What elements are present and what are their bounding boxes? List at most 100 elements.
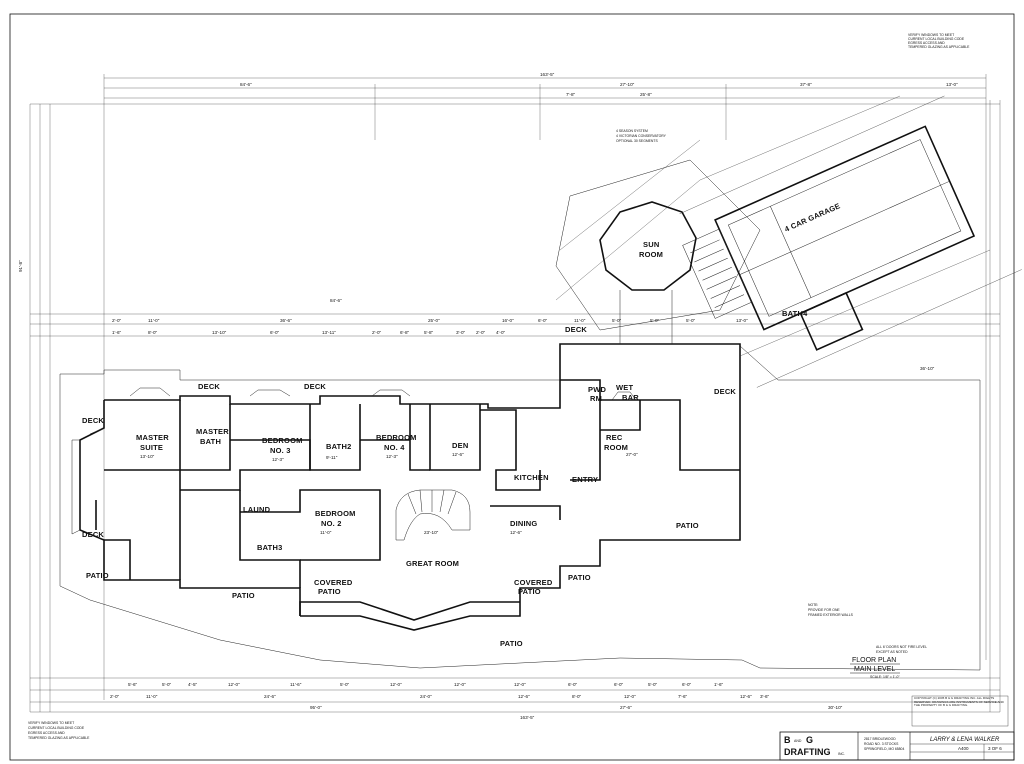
svg-text:KITCHEN: KITCHEN — [514, 473, 549, 482]
svg-text:16'-0": 16'-0" — [502, 318, 514, 323]
svg-text:5'-0": 5'-0" — [612, 318, 622, 323]
top-dimension-text: 163'-5" 84'-6" 27'-10" 37'-8" 13'-0" 7'-… — [18, 72, 958, 371]
svg-text:DECK: DECK — [198, 382, 220, 391]
svg-text:LAUND: LAUND — [243, 505, 271, 514]
svg-text:6'-0": 6'-0" — [614, 682, 624, 687]
svg-text:FLOOR PLAN: FLOOR PLAN — [852, 657, 896, 664]
svg-text:ROOM: ROOM — [604, 443, 628, 452]
svg-text:12'-6": 12'-6" — [518, 694, 530, 699]
svg-text:DINING: DINING — [510, 519, 537, 528]
svg-text:BATH: BATH — [200, 437, 221, 446]
svg-text:BATH3: BATH3 — [257, 543, 282, 552]
svg-text:1'-6": 1'-6" — [714, 682, 724, 687]
svg-text:DECK: DECK — [82, 416, 104, 425]
svg-text:VERIFY WINDOWS TO MEET: VERIFY WINDOWS TO MEET — [28, 721, 74, 725]
svg-text:MASTER: MASTER — [196, 427, 229, 436]
bay-windows — [71, 387, 637, 535]
svg-text:PATIO: PATIO — [318, 587, 341, 596]
svg-text:CURRENT LOCAL BUILDING CODE: CURRENT LOCAL BUILDING CODE — [908, 37, 965, 41]
svg-text:37'-8": 37'-8" — [800, 82, 812, 87]
svg-text:5'-6": 5'-6" — [128, 682, 138, 687]
svg-text:12'-6": 12'-6" — [740, 694, 752, 699]
conservatory-note: 4 SEASON SYSTEM 4 VICTORIAN CONSERVATORY… — [616, 129, 667, 143]
svg-text:4 CAR GARAGE: 4 CAR GARAGE — [783, 201, 841, 234]
svg-text:12'-6": 12'-6" — [510, 530, 522, 535]
svg-text:DECK: DECK — [304, 382, 326, 391]
svg-text:11'-0": 11'-0" — [574, 318, 586, 323]
copyright-stamp — [911, 695, 1009, 727]
stair-treads — [407, 489, 457, 515]
svg-text:163'-5": 163'-5" — [520, 715, 535, 720]
svg-text:7'-6": 7'-6" — [678, 694, 688, 699]
svg-text:4'-5": 4'-5" — [188, 682, 198, 687]
sheet-of: 3 OF 6 — [988, 746, 1002, 751]
svg-text:SCALE: 1/8" = 1'-0": SCALE: 1/8" = 1'-0" — [870, 675, 900, 679]
svg-text:24'-0": 24'-0" — [420, 694, 432, 699]
svg-text:13'-0": 13'-0" — [946, 82, 958, 87]
title-inc: INC. — [838, 752, 845, 756]
svg-text:GREAT ROOM: GREAT ROOM — [406, 559, 459, 568]
svg-text:3'-0": 3'-0" — [456, 330, 466, 335]
main-walls — [79, 343, 741, 631]
svg-text:6'-0": 6'-0" — [682, 682, 692, 687]
svg-text:PATIO: PATIO — [500, 639, 523, 648]
svg-text:36'-10": 36'-10" — [920, 366, 935, 371]
sun-room-octagon — [599, 201, 697, 291]
title-and: AND — [794, 739, 802, 743]
svg-text:11'-0": 11'-0" — [148, 318, 160, 323]
title-address-3: SPRINGFIELD, MO 65804 — [864, 747, 904, 751]
svg-text:84'-6": 84'-6" — [240, 82, 252, 87]
svg-text:OPTIONAL 30 SEGMENTS: OPTIONAL 30 SEGMENTS — [616, 139, 658, 143]
svg-text:5'-0": 5'-0" — [340, 682, 350, 687]
svg-text:84'-6": 84'-6" — [330, 298, 342, 303]
svg-text:36'-6": 36'-6" — [280, 318, 292, 323]
svg-text:1'-6": 1'-6" — [112, 330, 122, 335]
title-g: G — [806, 735, 813, 745]
svg-text:PATIO: PATIO — [518, 587, 541, 596]
bottom-totals: 95'-0" 27'-6" 30'-10" 163'-5" — [310, 705, 843, 720]
svg-text:27'-10": 27'-10" — [620, 82, 635, 87]
svg-text:12'-0": 12'-0" — [624, 694, 636, 699]
svg-text:DECK: DECK — [714, 387, 736, 396]
svg-text:7'-8": 7'-8" — [566, 92, 576, 97]
svg-text:BAR: BAR — [622, 393, 639, 402]
svg-text:BATH2: BATH2 — [326, 442, 351, 451]
svg-text:24'-6": 24'-6" — [264, 694, 276, 699]
svg-text:13'-11": 13'-11" — [322, 330, 336, 335]
svg-text:FRAMED EXTERIOR WALLS: FRAMED EXTERIOR WALLS — [808, 613, 854, 617]
svg-text:DEN: DEN — [452, 441, 468, 450]
title-address-2: ROAD NO. 3 STOCKS — [864, 742, 899, 746]
right-note: NOTE: PROVIDE FOR ONE FRAMED EXTERIOR WA… — [808, 603, 854, 617]
svg-text:2'-0": 2'-0" — [112, 318, 122, 323]
svg-text:91'-8": 91'-8" — [18, 260, 23, 272]
svg-text:12'-3": 12'-3" — [272, 457, 284, 462]
svg-text:EXCEPT AS NOTED: EXCEPT AS NOTED — [876, 650, 908, 654]
svg-text:12'-0": 12'-0" — [390, 682, 402, 687]
svg-text:SUITE: SUITE — [140, 443, 163, 452]
garage-group — [679, 95, 1022, 388]
row-dims-bottom2: 2'-0" 11'-0" 24'-6" 24'-0" 12'-6" 8'-0" … — [110, 694, 770, 699]
svg-text:5'-0": 5'-0" — [648, 682, 658, 687]
svg-text:8'-0": 8'-0" — [148, 330, 158, 335]
patio-outline — [59, 343, 981, 671]
svg-text:DECK: DECK — [82, 530, 104, 539]
svg-text:PWD: PWD — [588, 385, 606, 394]
title-drafting: DRAFTING — [784, 747, 831, 757]
row-dims-sub: 1'-6" 8'-0" 13'-10" 6'-0" 13'-11" 2'-0" … — [112, 330, 506, 335]
svg-text:WET: WET — [616, 383, 633, 392]
floor-plan-title: FLOOR PLAN MAIN LEVEL SCALE: 1/8" = 1'-0… — [850, 657, 900, 679]
svg-text:23'-10": 23'-10" — [424, 530, 439, 535]
svg-text:12'-3": 12'-3" — [386, 454, 398, 459]
svg-text:6'-8": 6'-8" — [400, 330, 410, 335]
svg-text:COVERED: COVERED — [314, 578, 353, 587]
doors-note: ALL 6' DOORS NOT FIRE LEVEL EXCEPT AS NO… — [876, 645, 927, 654]
svg-text:5'-0": 5'-0" — [686, 318, 696, 323]
sun-room-frame — [555, 159, 761, 331]
svg-text:13'-10": 13'-10" — [212, 330, 227, 335]
svg-text:NO. 4: NO. 4 — [384, 443, 405, 452]
svg-text:BEDROOM: BEDROOM — [315, 509, 356, 518]
svg-text:163'-5": 163'-5" — [540, 72, 555, 77]
svg-text:NOTE:: NOTE: — [808, 603, 818, 607]
svg-text:6'-0": 6'-0" — [538, 318, 548, 323]
svg-text:PATIO: PATIO — [568, 573, 591, 582]
